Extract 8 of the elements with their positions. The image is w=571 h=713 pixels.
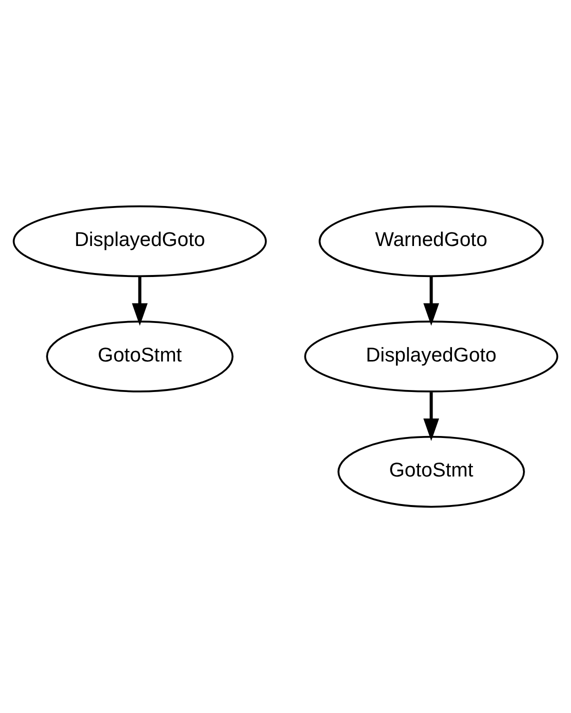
node-ellipse: DisplayedGoto [12,205,267,278]
arrow [132,276,148,326]
node-ellipse: WarnedGoto [318,205,544,278]
arrow [423,276,440,326]
arrow [423,392,440,442]
node-ellipse: GotoStmt [46,320,234,392]
node-ellipse: GotoStmt [338,436,525,508]
node-ellipse: DisplayedGoto [304,320,558,392]
